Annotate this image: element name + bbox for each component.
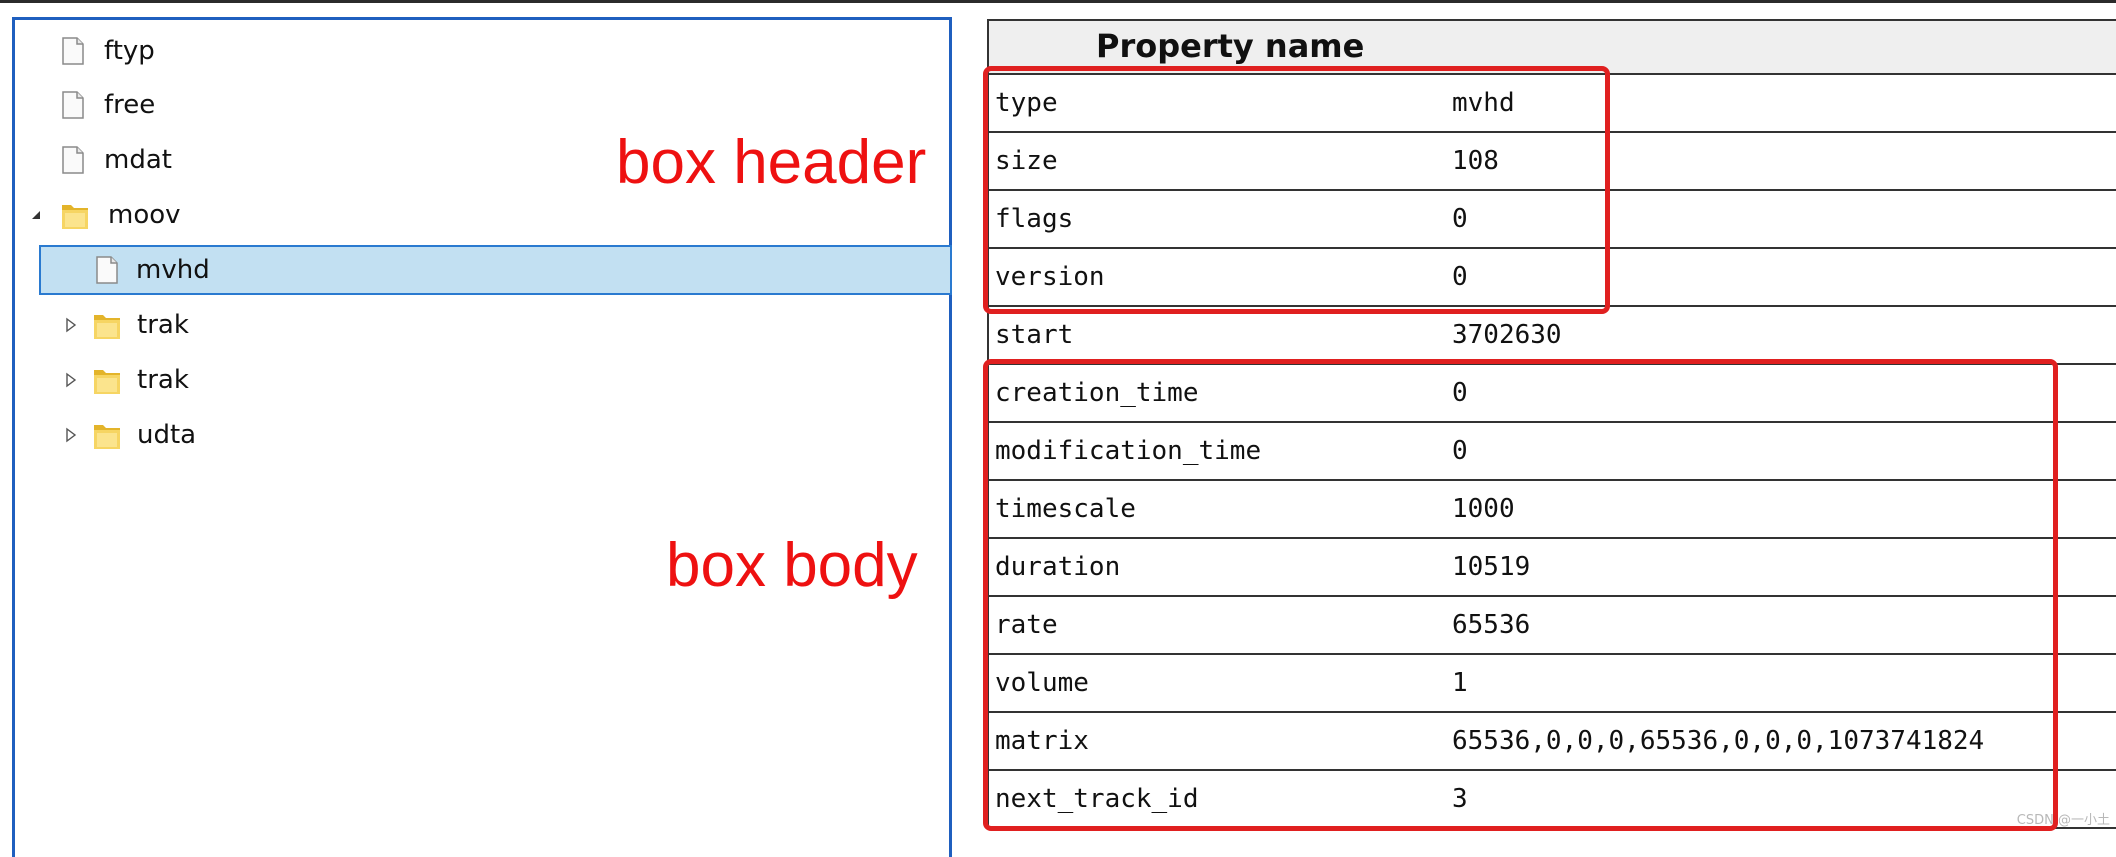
tree-item-mvhd[interactable]: mvhd — [39, 245, 952, 295]
file-icon — [62, 146, 84, 174]
folder-icon — [92, 309, 122, 341]
box-header-highlight — [983, 66, 1610, 314]
collapse-arrow-icon[interactable] — [28, 207, 44, 223]
expand-arrow-icon[interactable] — [63, 372, 79, 388]
property-key: start — [995, 320, 1073, 350]
folder-icon — [60, 199, 90, 231]
tree-item-label: free — [104, 90, 155, 120]
tree-item-label: udta — [137, 420, 196, 450]
tree-item-label: trak — [137, 310, 189, 340]
property-value: 3702630 — [1452, 320, 1562, 350]
tree-item-label: moov — [108, 200, 181, 230]
tree-item-moov[interactable]: moov — [28, 190, 181, 240]
tree-item-trak[interactable]: trak — [63, 300, 189, 350]
file-icon — [96, 256, 118, 284]
tree-item-ftyp[interactable]: ftyp — [62, 26, 155, 76]
file-icon — [62, 91, 84, 119]
tree-item-free[interactable]: free — [62, 80, 155, 130]
tree-item-mdat[interactable]: mdat — [62, 135, 172, 185]
watermark: CSDN @一小土 — [2017, 809, 2110, 828]
expand-arrow-icon[interactable] — [63, 317, 79, 333]
box-body-highlight — [983, 359, 2058, 831]
file-icon — [62, 37, 84, 65]
tree-item-label: mdat — [104, 145, 172, 175]
box-header-annotation: box header — [616, 127, 926, 198]
property-row[interactable]: start 3702630 — [987, 307, 2116, 365]
tree-item-label: trak — [137, 365, 189, 395]
box-body-annotation: box body — [666, 530, 918, 601]
tree-item-trak[interactable]: trak — [63, 355, 189, 405]
expand-arrow-icon[interactable] — [63, 427, 79, 443]
folder-icon — [92, 419, 122, 451]
tree-item-udta[interactable]: udta — [63, 410, 196, 460]
top-border — [0, 0, 2116, 3]
folder-icon — [92, 364, 122, 396]
tree-item-label: mvhd — [136, 255, 210, 285]
property-name-column-header[interactable]: Property name — [1096, 27, 1364, 65]
tree-item-label: ftyp — [104, 36, 155, 66]
